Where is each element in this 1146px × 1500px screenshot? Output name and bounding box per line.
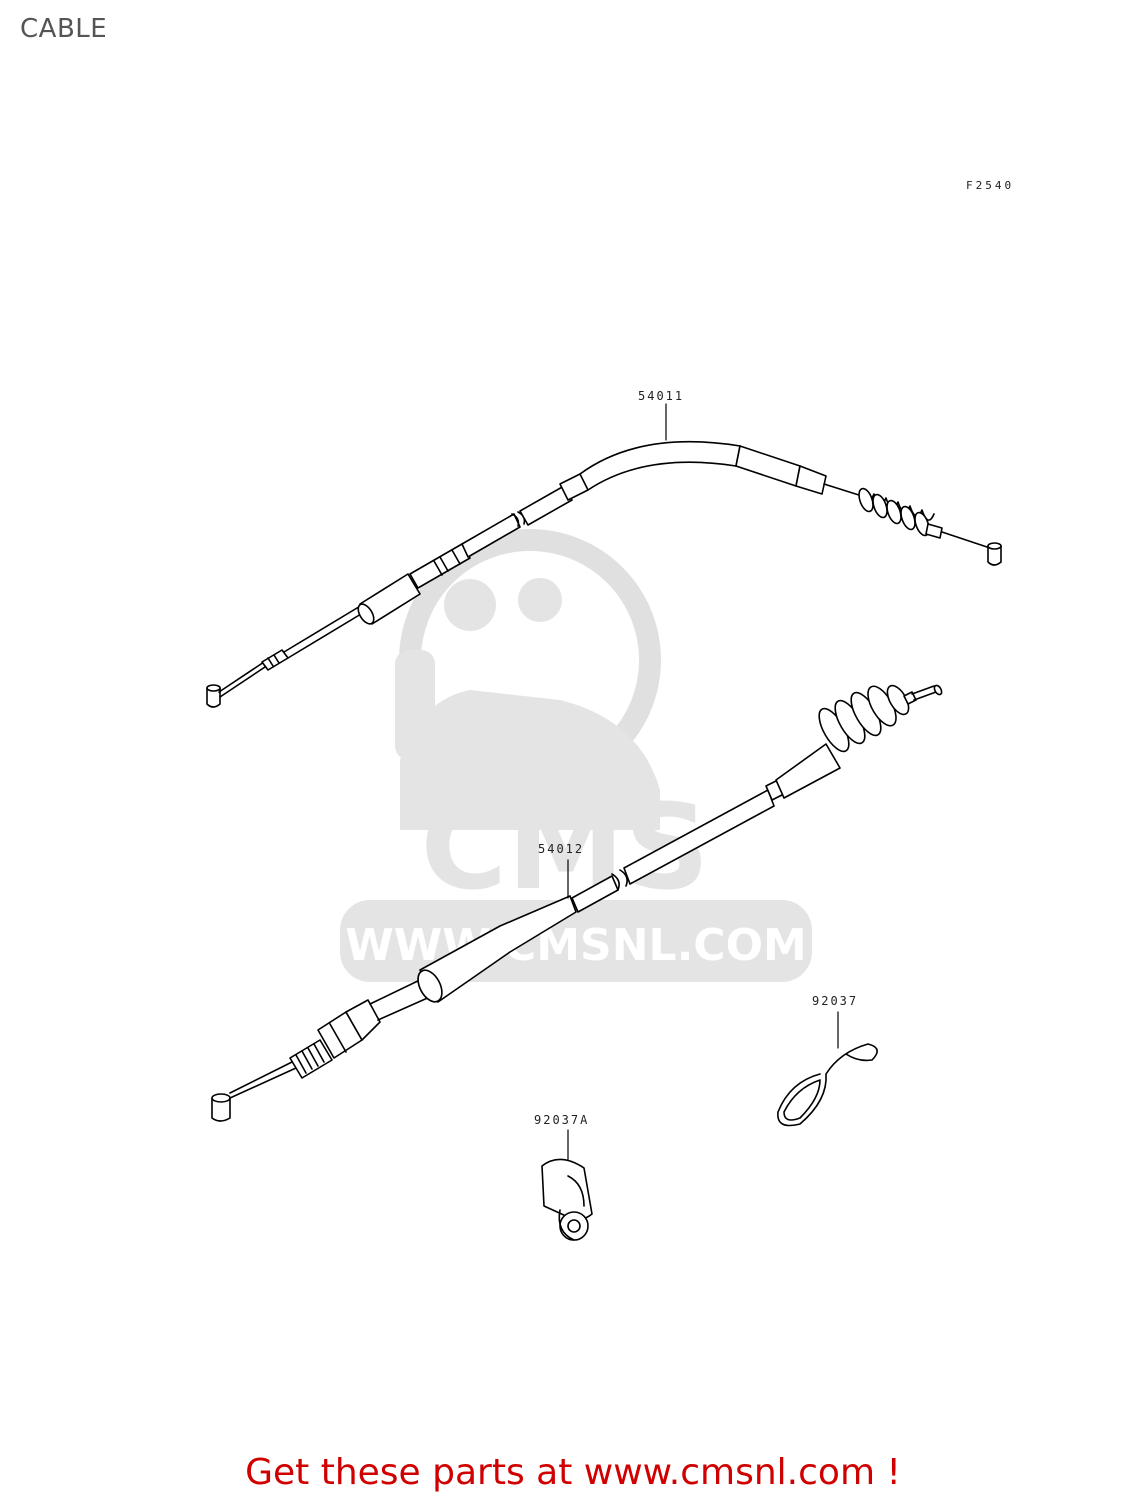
page-title: CABLE — [20, 14, 108, 44]
cable-54011 — [206, 403, 1002, 708]
part-label-54011[interactable]: 54011 — [638, 389, 685, 403]
holder-92037A — [541, 1129, 593, 1241]
part-label-92037a[interactable]: 92037A — [534, 1113, 590, 1127]
watermark-url: WWW.CMSNL.COM — [345, 920, 807, 971]
footer-link[interactable]: Get these parts at www.cmsnl.com ! — [245, 1452, 901, 1493]
cms-watermark: CMS WWW.CMSNL.COM — [340, 529, 812, 982]
part-label-92037[interactable]: 92037 — [812, 994, 859, 1008]
part-label-54012[interactable]: 54012 — [538, 842, 585, 856]
figure-code: F2540 — [966, 179, 1015, 192]
clip-92037 — [777, 1011, 878, 1127]
cable-54012 — [211, 684, 943, 1122]
